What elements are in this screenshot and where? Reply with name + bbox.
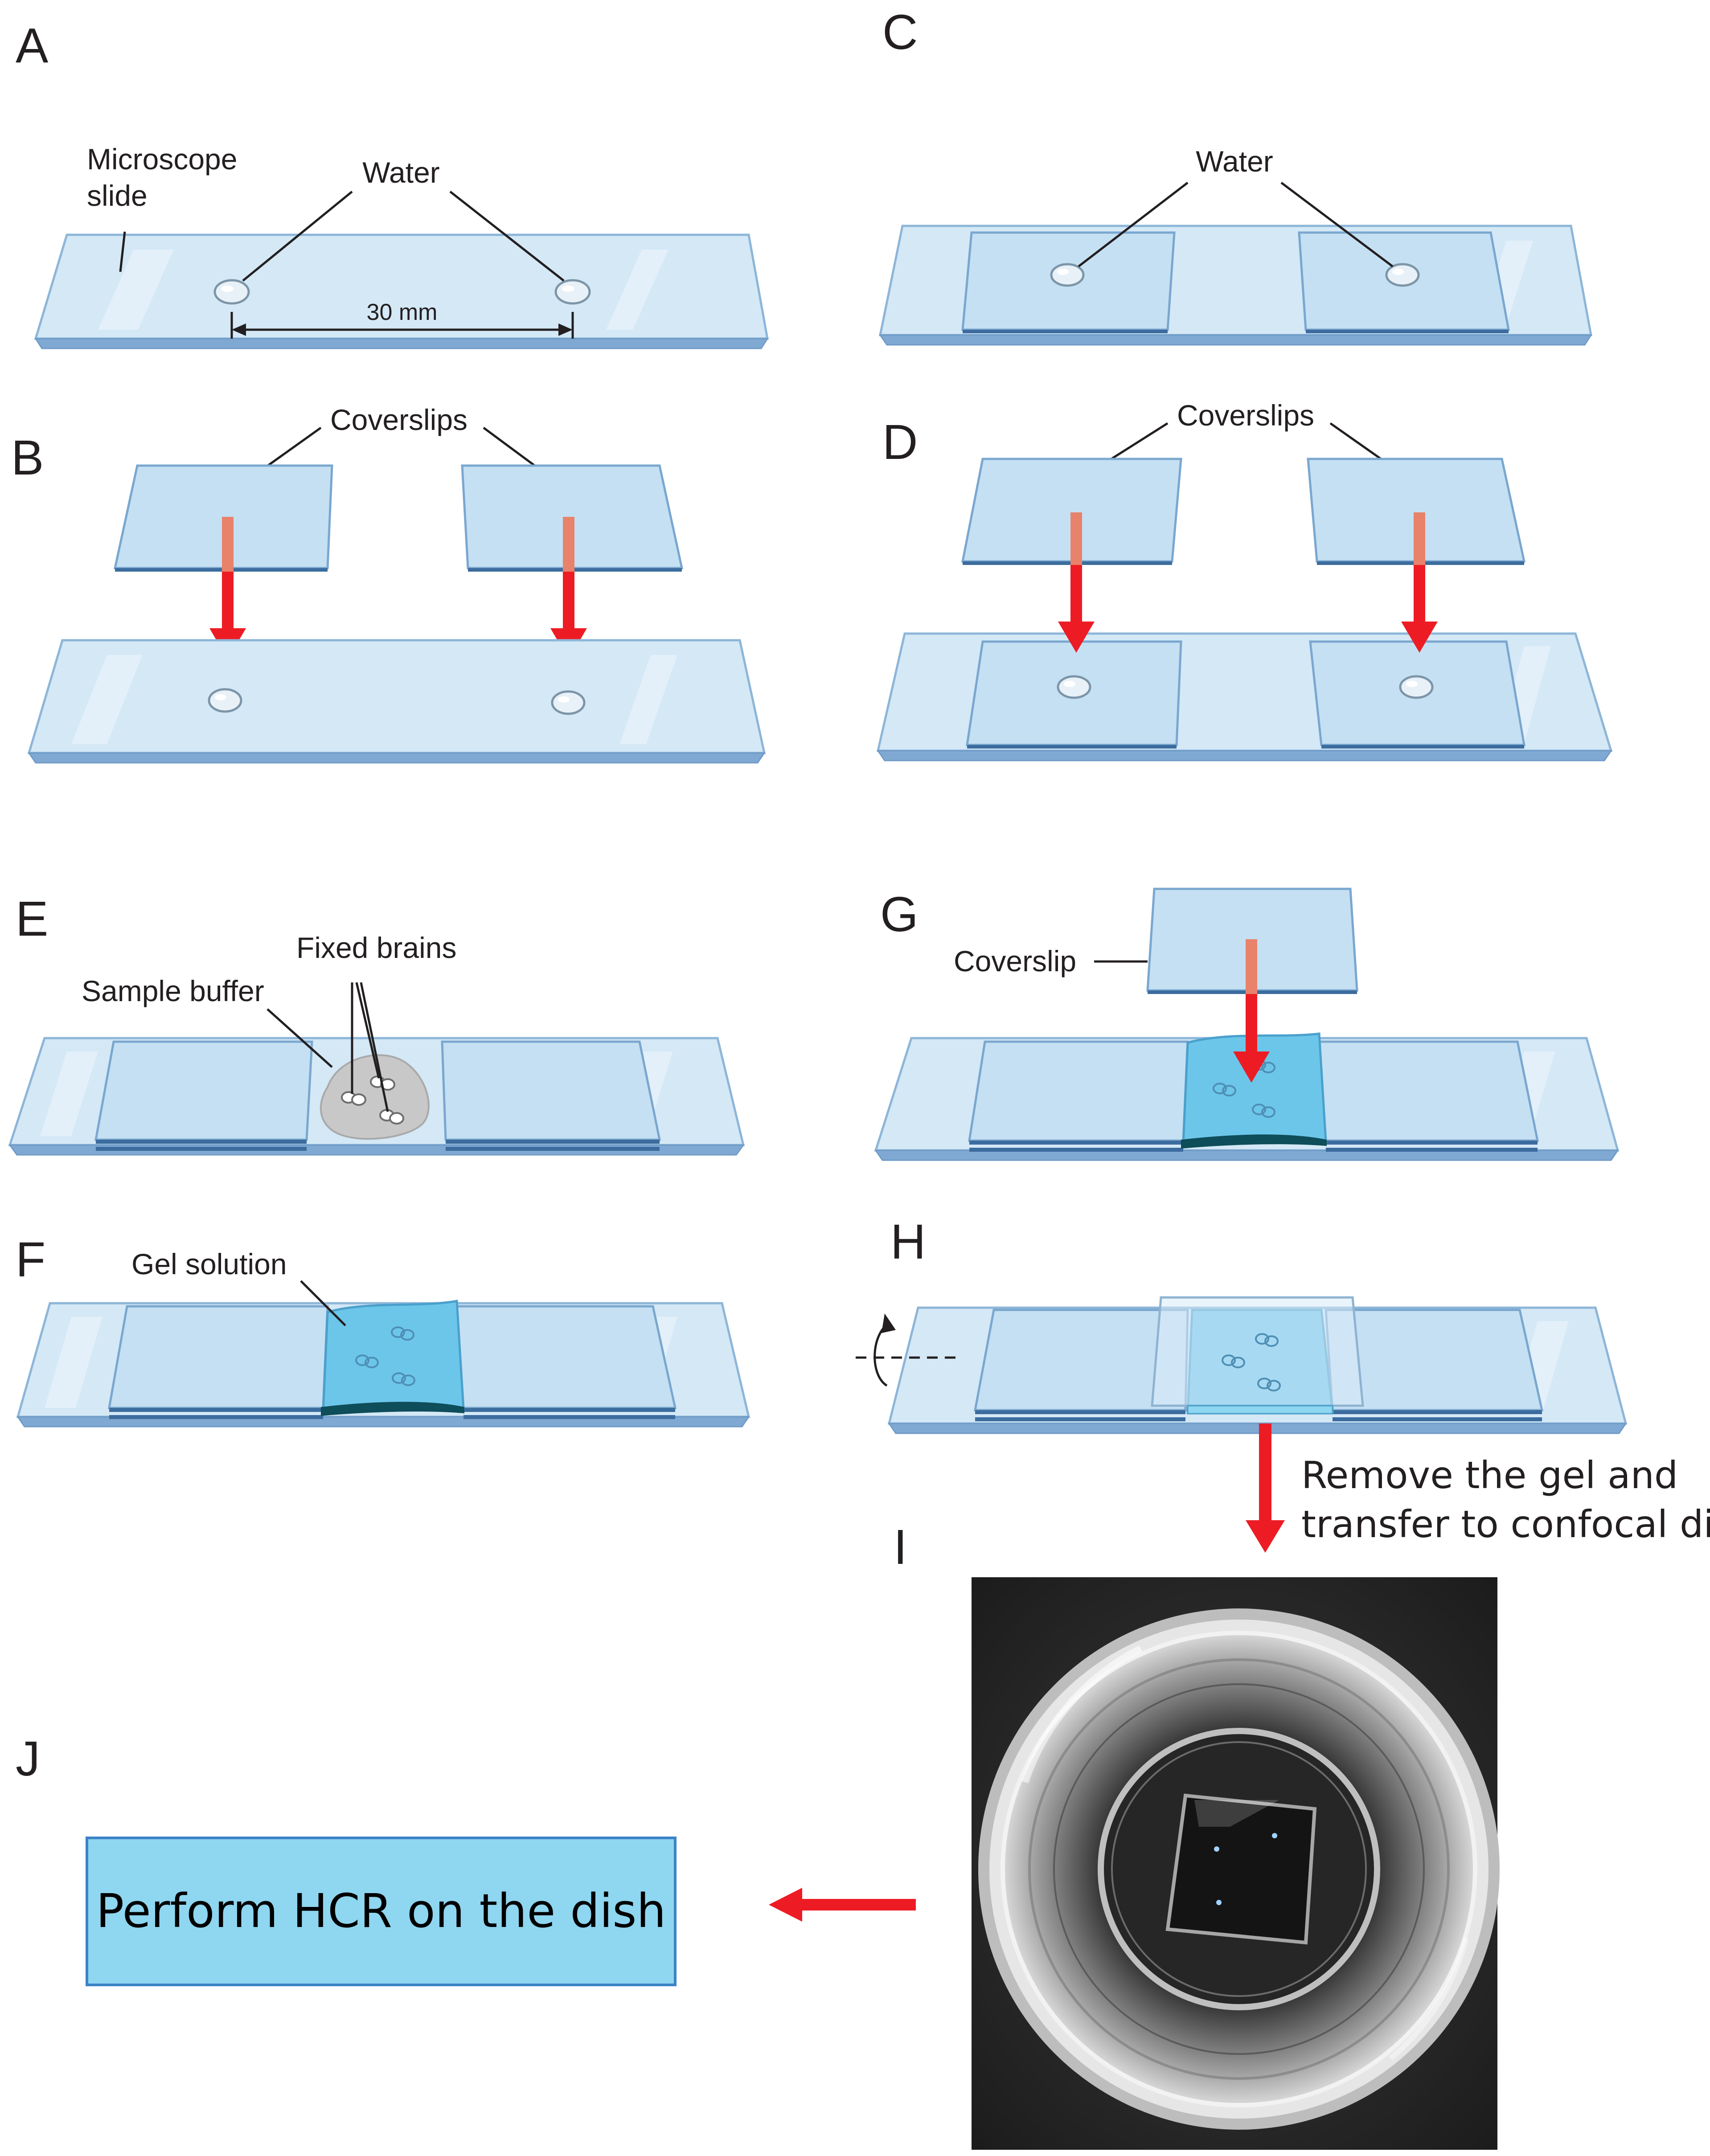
panel-letter-h: H <box>890 1215 926 1269</box>
water-leader-left-c <box>1078 182 1189 267</box>
microscope-slide <box>34 233 769 349</box>
water-droplet-left-b <box>208 688 242 713</box>
down-arrow-right-d <box>1401 512 1438 653</box>
panel-c: C Water <box>878 5 1593 346</box>
down-arrow-left-d <box>1058 512 1095 653</box>
microscope-slide-b <box>27 639 766 764</box>
coverslip-stack-left-h <box>973 1309 1189 1421</box>
water-droplet-right-c <box>1385 263 1420 287</box>
panel-letter-i: I <box>894 1520 907 1575</box>
coverslip-stack-left-f <box>108 1305 329 1419</box>
brain-leader-2 <box>355 982 380 1079</box>
sample-buffer-label: Sample buffer <box>82 974 264 1007</box>
fixed-brain-2 <box>370 1076 395 1091</box>
top-coverslip-h <box>1151 1296 1364 1415</box>
panel-b: B Coverslips <box>11 403 766 764</box>
coverslip-stack-right-e <box>441 1040 661 1151</box>
panel-d: D Coverslips <box>876 399 1613 761</box>
panel-i: I <box>894 1520 1500 2150</box>
water-label-c: Water <box>1196 145 1273 178</box>
down-arrow-g <box>1233 939 1270 1083</box>
panel-letter-c: C <box>882 5 918 60</box>
panel-letter-b: B <box>11 430 44 485</box>
coverslips-label-d: Coverslips <box>1177 399 1314 432</box>
water-droplet-right-d <box>1399 675 1434 699</box>
panel-letter-e: E <box>16 892 48 946</box>
coverslip-stack-left-e <box>94 1040 313 1151</box>
panel-letter-a: A <box>16 18 49 73</box>
left-arrow-j <box>769 1888 916 1922</box>
gel-solution-g <box>1181 1032 1327 1149</box>
fixed-brain-1 <box>341 1091 366 1106</box>
gel-solution-label: Gel solution <box>131 1248 287 1281</box>
water-droplet-right-b <box>551 690 586 715</box>
brain-leader-3 <box>360 982 389 1112</box>
coverslip-stack-left-g <box>968 1040 1189 1152</box>
panel-letter-g: G <box>880 887 919 942</box>
confocal-dish-photo <box>972 1577 1500 2150</box>
gel-solution-f <box>321 1300 465 1416</box>
flip-axis-icon <box>856 1313 963 1387</box>
instruction-line-2: transfer to confocal dish <box>1301 1502 1710 1546</box>
coverslip-stack-right-h <box>1325 1309 1544 1421</box>
brains-in-gel-g <box>1213 1059 1275 1118</box>
instruction-line-1: Remove the gel and <box>1301 1453 1678 1497</box>
panel-j: J Perform HCR on the dish <box>16 1731 916 1986</box>
coverslip-stack-right-f <box>455 1305 677 1419</box>
panel-letter-j: J <box>16 1731 40 1786</box>
water-droplet-right <box>554 279 591 305</box>
panel-g: G Coverslip <box>874 887 1620 1161</box>
panel-letter-f: F <box>16 1232 45 1287</box>
water-droplet-left-c <box>1050 263 1085 287</box>
water-leader-left-a <box>242 191 353 282</box>
panel-h: H <box>856 1215 1710 1553</box>
coverslip-top-left-d <box>961 458 1182 565</box>
hcr-box <box>86 1837 677 1986</box>
fixed-brains-label: Fixed brains <box>296 931 457 964</box>
water-droplet-left-d <box>1057 675 1091 699</box>
brains-in-gel-f <box>355 1326 415 1386</box>
transfer-arrow <box>1246 1424 1285 1553</box>
hcr-box-text: Perform HCR on the dish <box>96 1884 666 1938</box>
water-leader-right-c <box>1280 182 1394 267</box>
slide-leader <box>119 231 126 272</box>
slide-label: slide <box>87 179 148 212</box>
water-label-a: Water <box>362 156 440 189</box>
gel-solution-leader <box>300 1280 346 1326</box>
coverslip-label-g: Coverslip <box>954 945 1076 978</box>
coverslips-label-b: Coverslips <box>330 403 467 436</box>
coverslip-stack-right-g <box>1318 1040 1539 1152</box>
panel-letter-d: D <box>882 415 918 470</box>
sample-buffer-leader <box>267 1008 333 1068</box>
distance-label: 30 mm <box>367 299 438 325</box>
panel-a: A 30 mm Microscope slide Water <box>16 18 769 349</box>
brains-in-gel-h <box>1222 1333 1281 1391</box>
water-droplet-left <box>213 279 250 305</box>
down-arrow-right-b <box>550 517 587 659</box>
dimension-arrow <box>230 312 574 339</box>
microscope-label: Microscope <box>87 143 237 176</box>
panel-e: E Sampl <box>8 892 745 1156</box>
water-leader-right-a <box>449 191 565 282</box>
panel-f: F Gel solution <box>16 1232 750 1428</box>
